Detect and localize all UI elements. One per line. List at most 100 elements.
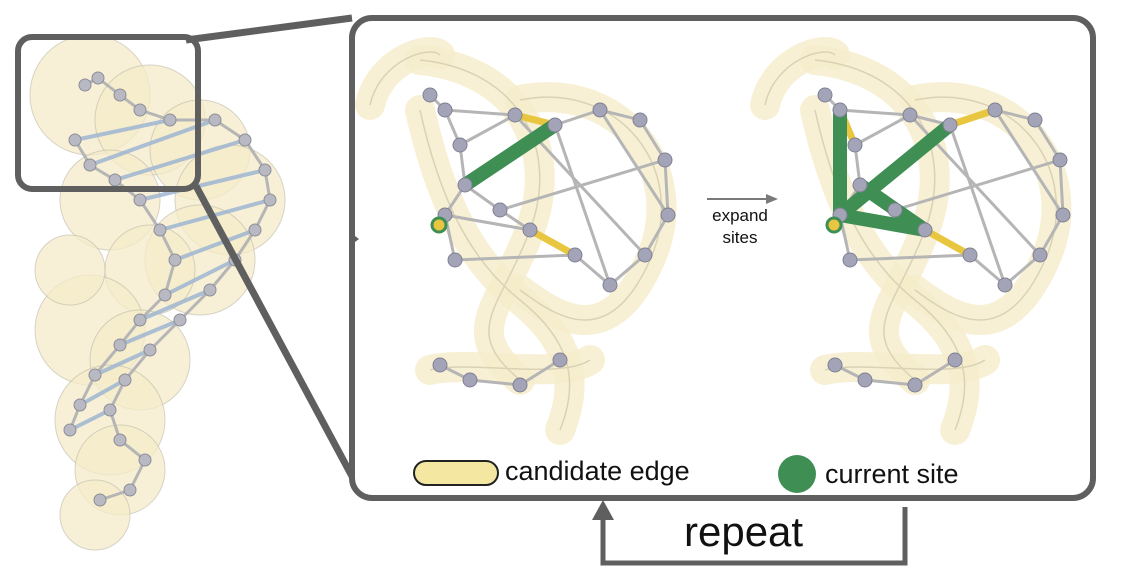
overview-node [73,398,87,412]
repeat-label: repeat [684,508,804,555]
overview-pair-edge [174,228,256,262]
current-site-edge [833,118,957,222]
backbone-outline [764,51,836,106]
overview-node [173,313,187,327]
zoom-region-box [15,34,201,192]
overview-surface-blob [34,234,106,306]
graph-edge [643,214,670,256]
graph-edge [469,378,521,387]
repeat-loop-line [600,507,908,566]
overview-node [163,113,177,127]
graph-edge [914,358,956,387]
graph-edge [459,113,516,147]
legend-current-site-label: current site [825,459,959,489]
overview-node [133,313,147,327]
graph-node [832,102,848,118]
overview-pair-edge [69,408,111,432]
graph-node [827,357,843,373]
graph-node [452,137,468,153]
graph-node [962,247,978,263]
overview-pair-edge [139,168,266,202]
overview-backbone-edge [93,344,122,376]
overview-backbone-edge [123,349,152,381]
overview-node [113,88,127,102]
overview-node [113,433,127,447]
graph-edge [499,158,666,212]
graph-edge [864,378,916,387]
overview-node [118,373,132,387]
graph-node [987,102,1003,118]
graph-edge [839,108,911,117]
graph-node [1055,207,1071,223]
graph-node [632,112,648,128]
graph-node [887,202,903,218]
graph-edge [553,124,612,286]
graph-node [847,137,863,153]
candidate-edge [526,226,579,259]
graph-node [592,102,608,118]
overview-pair-edge [89,118,216,167]
graph-node [947,352,963,368]
panel-notch [351,233,359,245]
graph-node [842,252,858,268]
graph-edge [948,124,1007,286]
overview-node [63,423,77,437]
overview-node [113,338,127,352]
overview-node [168,253,182,267]
overview-pair-edge [94,348,151,377]
graph-edge [454,253,576,262]
legend-candidate-edge-label: candidate edge [505,456,690,486]
overview-node [208,113,222,127]
overview-molecule [29,34,286,551]
overview-node [203,283,217,297]
current-site-edge [458,118,562,192]
repeat-loop-arrowhead [592,500,614,520]
candidate-edge-swatch [413,460,499,486]
graph-edge [854,113,911,147]
graph-node [457,177,473,193]
graph-node [917,222,933,238]
current-site-node [825,216,843,234]
overview-node [158,288,172,302]
overview-node [138,453,152,467]
overview-node [88,368,102,382]
graph-node [547,117,563,133]
overview-pair-edge [139,288,211,322]
graph-node [567,247,583,263]
graph-edge [1004,253,1041,287]
graph-node [522,222,538,238]
graph-edge [554,108,601,127]
overview-backbone-edge [148,318,182,352]
graph-node [817,87,833,103]
graph-edge [894,158,1061,212]
overview-node [83,158,97,172]
graph-edge [663,159,670,216]
overview-node [133,103,147,117]
graph-node [437,102,453,118]
graph-node [902,107,918,123]
expand-arrow-head [766,194,778,204]
graph-edge [638,119,667,161]
graph-node [997,277,1013,293]
overview-node [108,173,122,187]
overview-node [263,193,277,207]
overview-node [91,71,105,85]
graph-edge [574,253,611,287]
graph-edge [519,358,561,387]
graph-node [657,152,673,168]
backbone-outline [369,51,441,106]
graph-node [660,207,676,223]
overview-node [123,483,137,497]
overview-node [238,133,252,147]
expand-sites-label: expand sites [712,206,768,247]
zoom-line-bottom [192,184,358,482]
graph-node [447,252,463,268]
graph-edge [444,108,516,117]
overview-pair-edge [74,118,171,142]
graph-edge [1058,159,1065,216]
overview-backbone-edge [178,288,212,322]
overview-node [153,223,167,237]
overview-node [133,193,147,207]
graph-node [857,372,873,388]
